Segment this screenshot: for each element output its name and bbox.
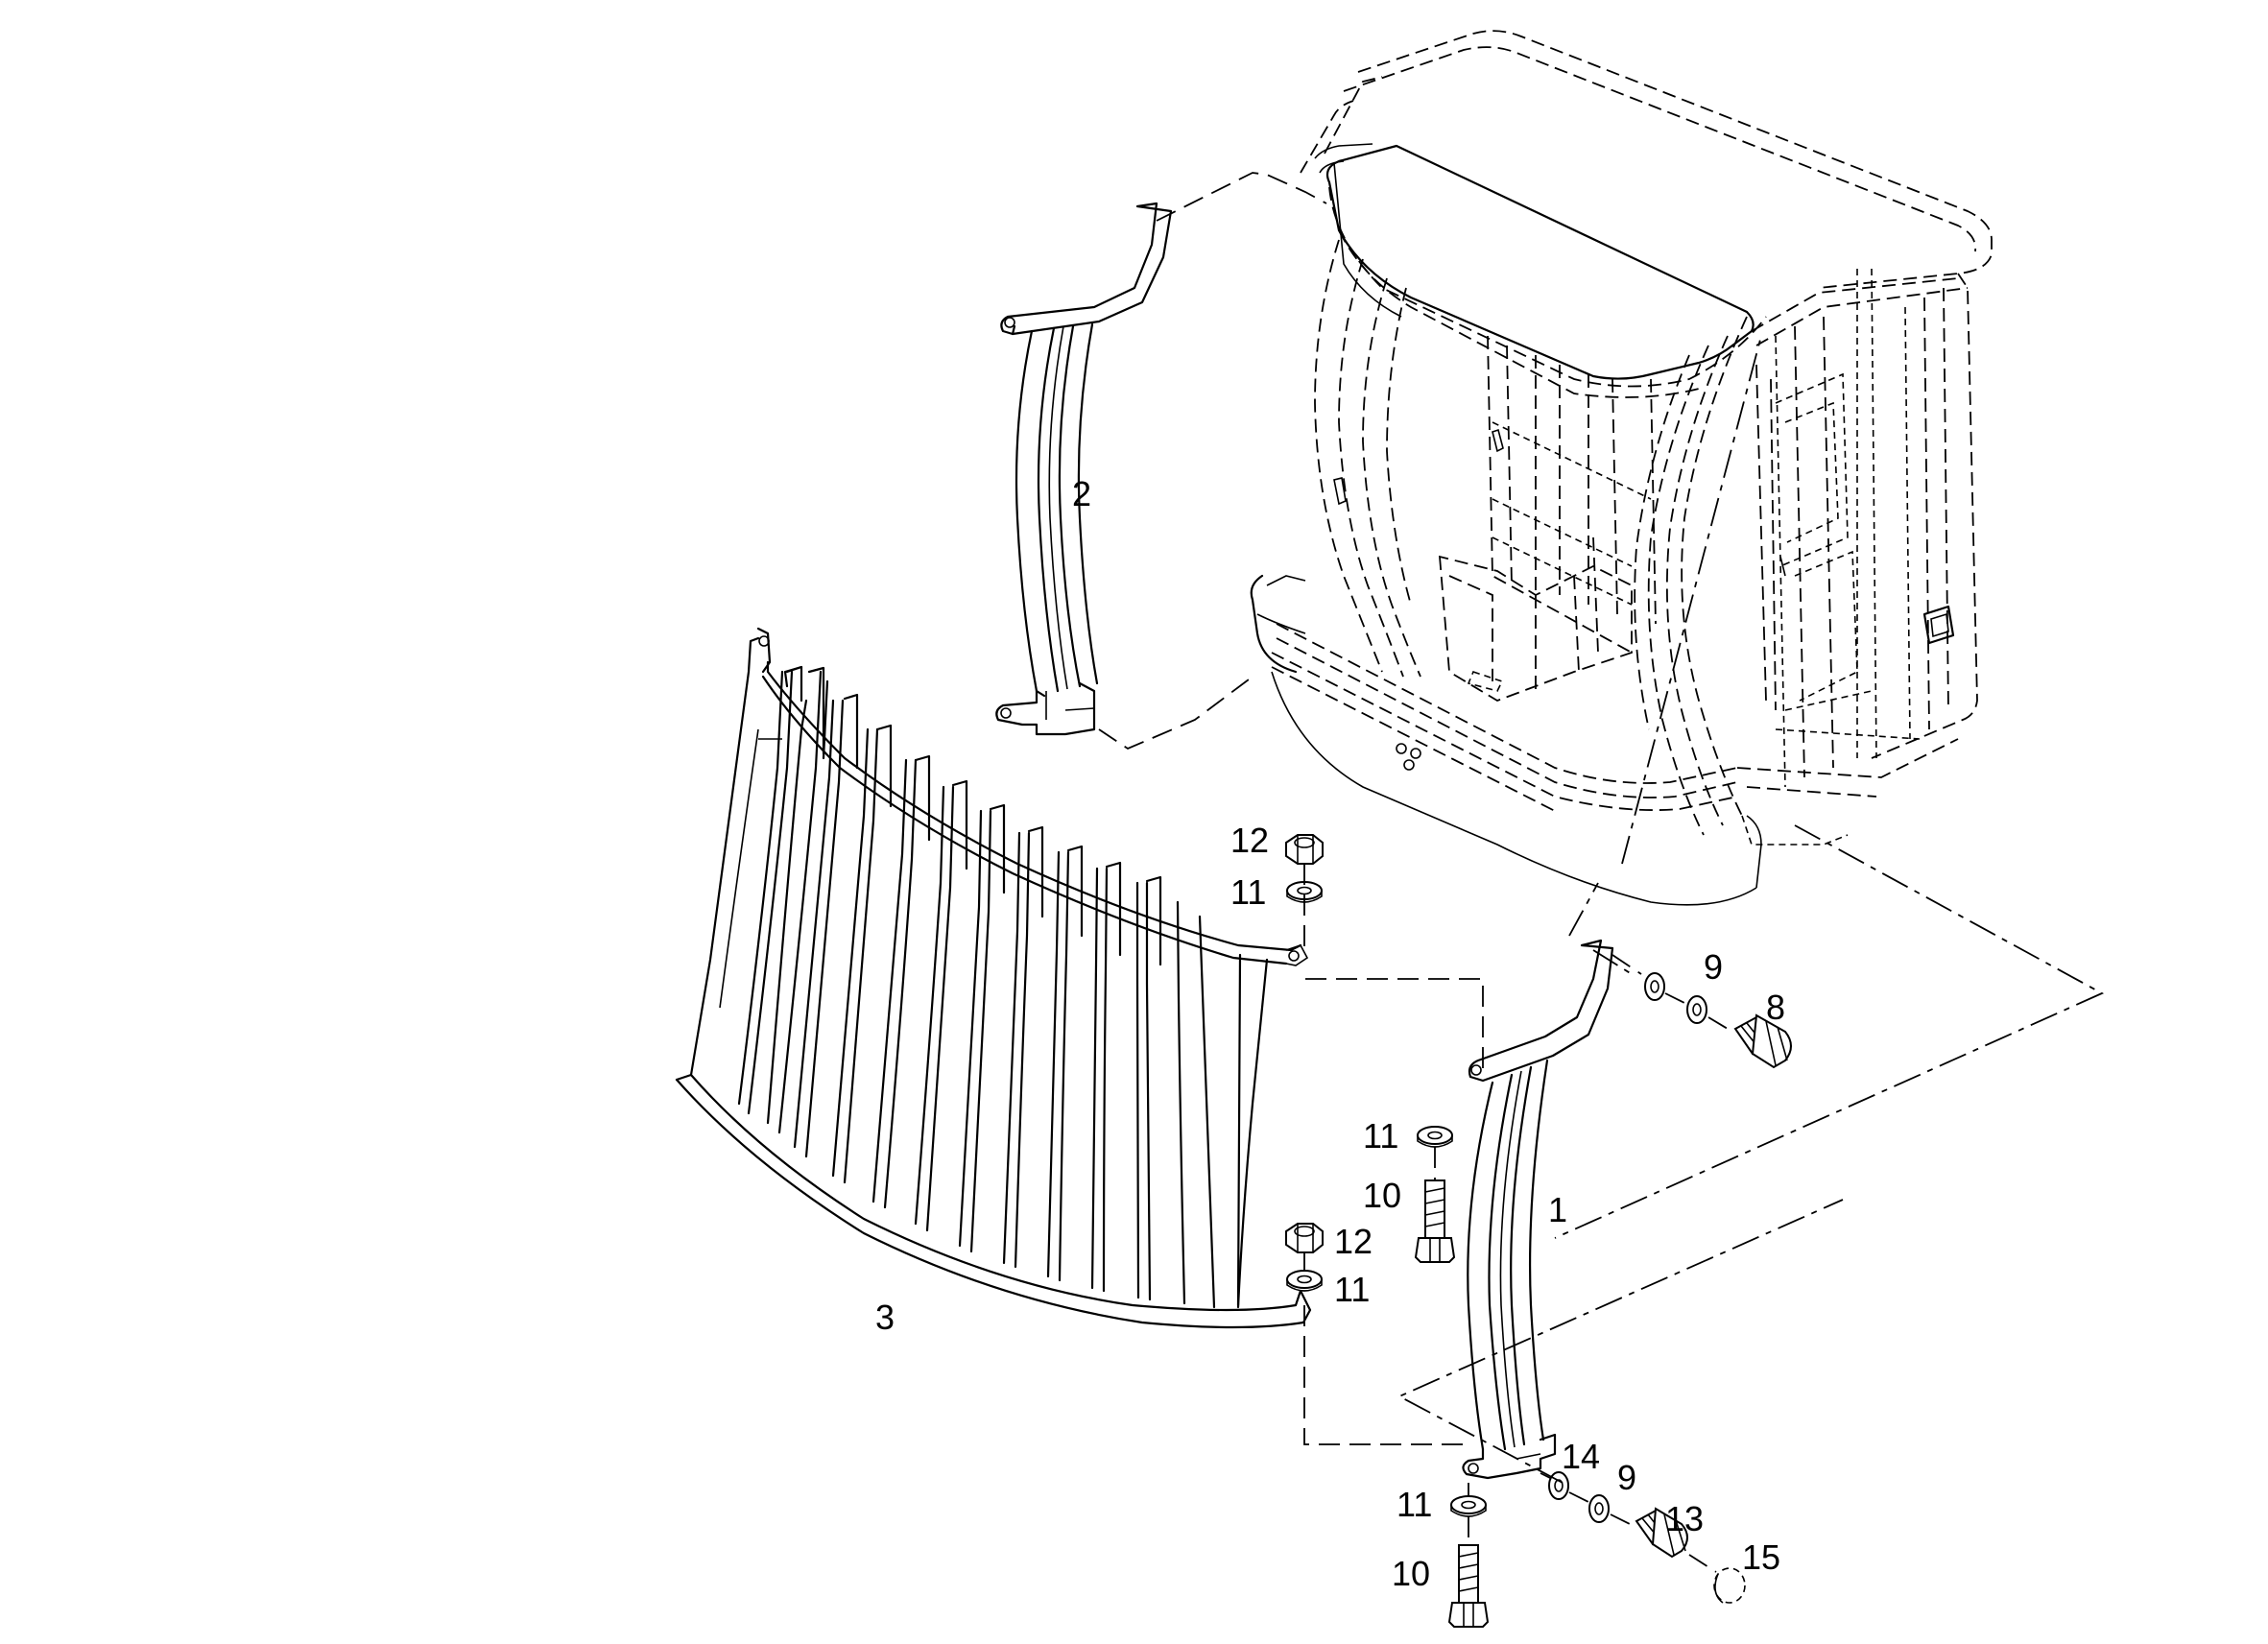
nut-12-lower — [1285, 1223, 1324, 1253]
bolt-13 — [1635, 1507, 1688, 1559]
callout-3: 3 — [875, 1298, 895, 1337]
callout-10-lower: 10 — [1392, 1554, 1430, 1593]
nut-12-upper — [1285, 834, 1324, 865]
callout-14: 14 — [1562, 1437, 1600, 1476]
callout-11-lower-right: 11 — [1397, 1485, 1432, 1524]
assembly-lines — [1098, 172, 2105, 1573]
callout-12-upper: 12 — [1230, 821, 1269, 860]
washer-9-upper — [1644, 972, 1707, 1024]
washer-11-lower-right — [1450, 1495, 1487, 1517]
callout-11-lower-left: 11 — [1334, 1270, 1370, 1309]
cab-phantom — [1250, 30, 1993, 906]
callout-10-middle: 10 — [1363, 1176, 1401, 1215]
callouts: 2 3 1 12 11 11 10 12 11 11 10 9 8 14 9 1… — [875, 474, 1785, 1593]
callout-11-upper: 11 — [1230, 872, 1266, 912]
callout-1: 1 — [1548, 1190, 1567, 1229]
callout-8: 8 — [1766, 988, 1785, 1027]
washer-11-middle — [1417, 1126, 1453, 1148]
callout-12-lower: 12 — [1334, 1222, 1373, 1261]
washer-11-lower-left — [1286, 1270, 1323, 1292]
part-3-grille — [675, 627, 1312, 1329]
cap-15 — [1713, 1567, 1746, 1604]
callout-9-lower: 9 — [1617, 1458, 1636, 1497]
hardware — [1285, 834, 1792, 1628]
callout-2: 2 — [1072, 474, 1091, 513]
part-1-pillar-bracket — [1462, 939, 1614, 1480]
bolt-10-lower — [1447, 1544, 1490, 1628]
callout-9-upper: 9 — [1704, 947, 1723, 987]
callout-15: 15 — [1742, 1537, 1780, 1577]
part-2-pillar-bracket — [995, 202, 1173, 736]
bolt-8 — [1733, 1013, 1792, 1069]
callout-13: 13 — [1665, 1499, 1704, 1538]
bolt-10-middle — [1414, 1179, 1456, 1263]
washer-9-lower — [1588, 1494, 1610, 1523]
callout-11-middle: 11 — [1363, 1116, 1398, 1156]
